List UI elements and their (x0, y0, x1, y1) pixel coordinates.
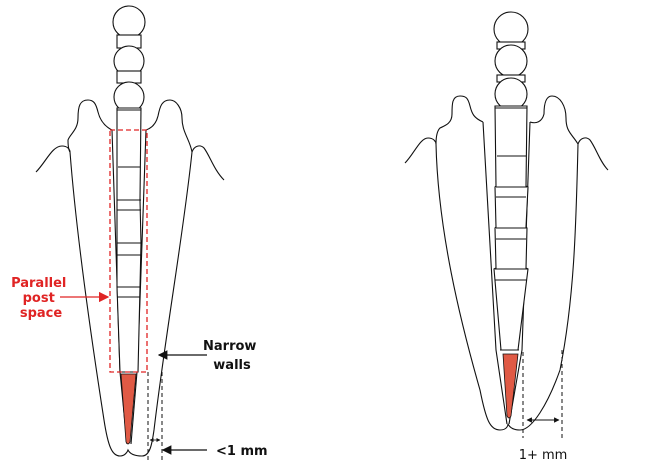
right-gum-line (191, 145, 225, 181)
thickness-guides-right (522, 350, 563, 438)
thickness-label-left: <1 mm (216, 444, 268, 459)
gutta-percha-fill (120, 373, 137, 445)
left-gum-line (35, 145, 71, 173)
canal-left-wall (482, 121, 508, 425)
post-ball (494, 44, 528, 78)
post-ball (494, 77, 528, 111)
post-head-ball (112, 5, 146, 39)
gutta-percha-fill (502, 353, 519, 419)
narrow-walls-label: Narrow walls (203, 339, 261, 373)
tooth-outline (435, 95, 579, 431)
tooth-outline (67, 99, 193, 457)
post-space-label: Parallel post space (11, 276, 71, 321)
left-post (112, 5, 146, 445)
post-shaft (116, 107, 142, 373)
parallel-post-space-outline (109, 129, 148, 373)
right-gum-line (577, 137, 609, 171)
post-band (116, 70, 142, 84)
right-post (493, 11, 529, 419)
post-head-ball (493, 11, 529, 47)
thickness-label-right: 1+ mm (519, 448, 568, 463)
left-gum-line (404, 137, 437, 164)
